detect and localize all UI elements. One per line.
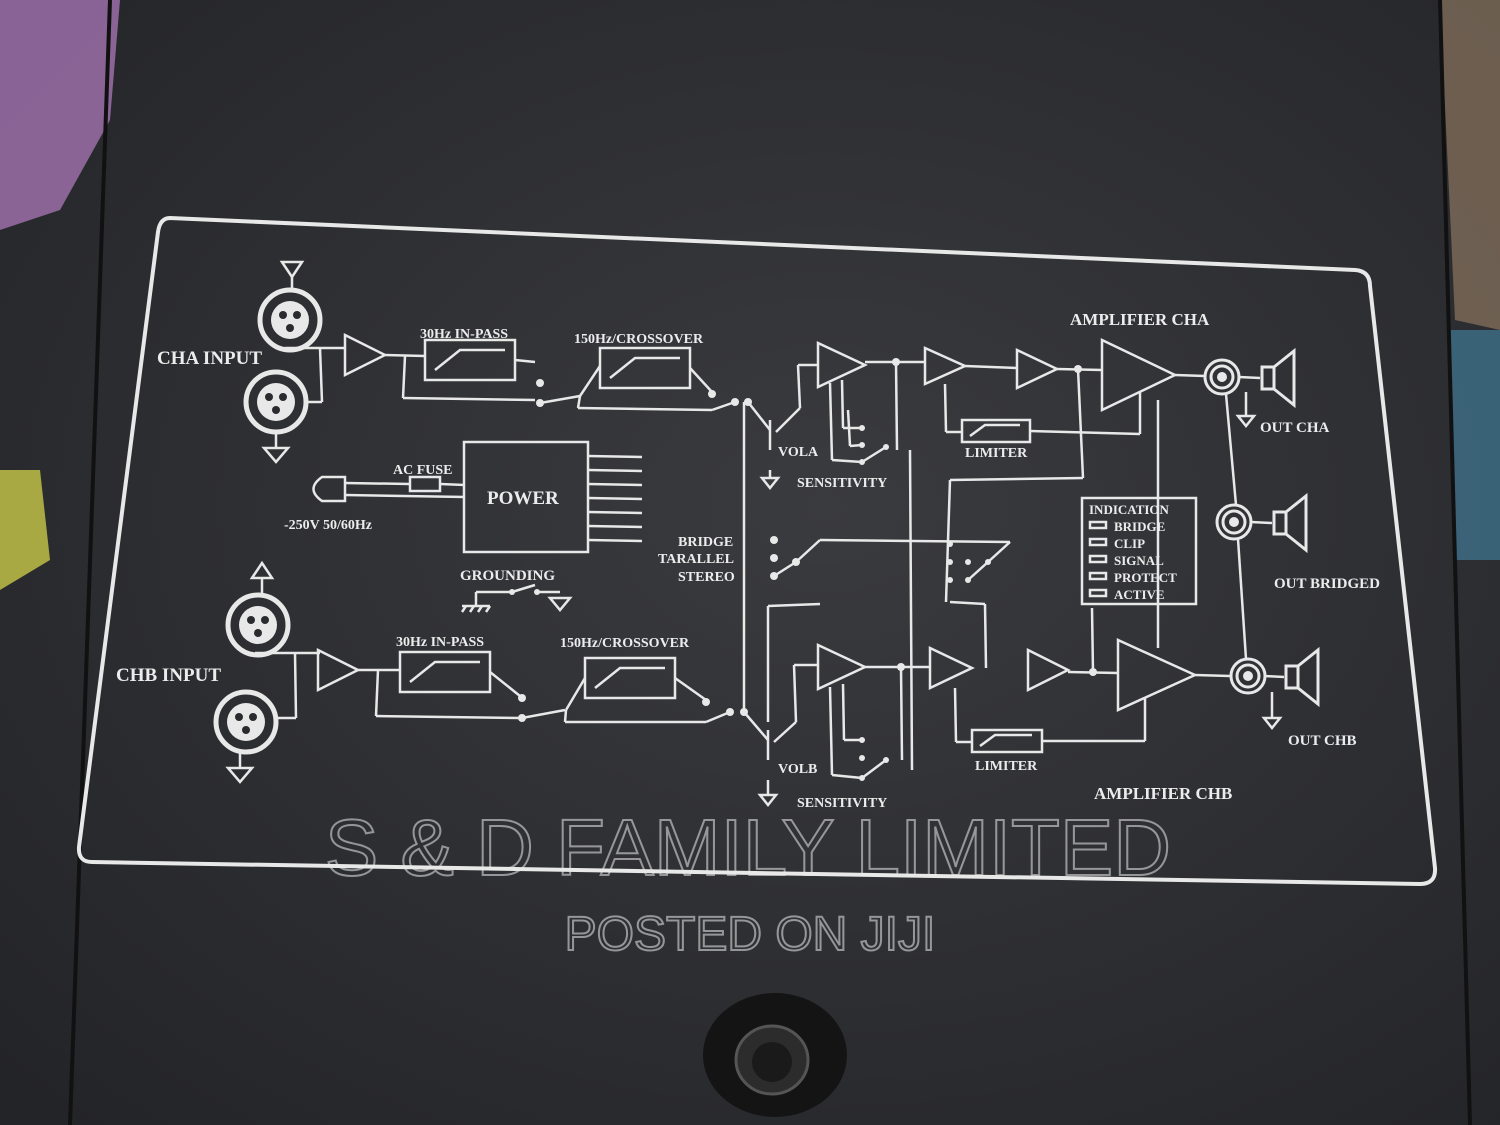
cha-crossover-label: 150Hz/CROSSOVER [574, 332, 704, 347]
chb-stage-icon [928, 646, 975, 690]
out-cha-terminal-icon [1203, 358, 1241, 396]
chassis-screw [703, 993, 847, 1117]
parallel-mode-label: TARALLEL [658, 552, 734, 567]
chb-input-section [216, 402, 748, 784]
bridge-mode-label: BRIDGE [678, 535, 733, 550]
ac-fuse-label: AC FUSE [393, 463, 453, 478]
vol-b-label: VOLB [778, 762, 817, 777]
chb-amplifier-icon [1116, 638, 1199, 712]
cha-stage-icon [923, 346, 969, 386]
sensitivity-b-label: SENSITIVITY [797, 796, 887, 811]
stereo-mode-label: STEREO [678, 570, 735, 585]
limiter-a-label: LIMITER [965, 446, 1028, 461]
cha-input-label: CHA INPUT [157, 348, 262, 369]
indicator-clip-label: CLIP [1114, 536, 1145, 551]
vol-a-label: VOLA [778, 445, 819, 460]
cha-preamp-icon [816, 341, 868, 389]
indicator-bridge-label: BRIDGE [1114, 519, 1165, 534]
cha-highpass-label: 30Hz IN-PASS [420, 327, 508, 342]
cha-amplifier-icon [1100, 338, 1178, 412]
amplifier-chb-label: AMPLIFIER CHB [1094, 784, 1232, 803]
yellow-object [0, 470, 50, 590]
cha-input-buffer-icon [343, 332, 388, 378]
mains-plug-icon [312, 475, 347, 503]
chb-processing [743, 400, 1231, 808]
power-block [462, 440, 590, 554]
chb-input-buffer-icon [316, 647, 361, 693]
power-label: POWER [487, 488, 559, 509]
schematic-border [76, 215, 1438, 887]
indicator-protect-label: PROTECT [1114, 570, 1177, 585]
indicator-active-label: ACTIVE [1114, 587, 1165, 602]
chb-crossover-label: 150Hz/CROSSOVER [560, 636, 690, 651]
indication-panel [1080, 496, 1198, 606]
limiter-b-label: LIMITER [975, 759, 1038, 774]
blue-object [1448, 330, 1500, 560]
cha-driver-icon [1015, 348, 1060, 390]
chb-highpass-label: 30Hz IN-PASS [396, 635, 484, 650]
indication-title: INDICATION [1089, 502, 1170, 517]
mains-voltage-label: -250V 50/60Hz [284, 518, 372, 533]
indicator-signal-label: SIGNAL [1114, 553, 1164, 568]
sensitivity-a-label: SENSITIVITY [797, 476, 887, 491]
cha-processing [747, 338, 1206, 771]
purple-fabric [0, 0, 120, 230]
watermark-company: S & D FAMILY LIMITED [325, 803, 1171, 892]
out-chb-label: OUT CHB [1288, 733, 1357, 749]
out-bridged-terminal-icon [1215, 503, 1253, 541]
out-bridged-label: OUT BRIDGED [1274, 576, 1380, 592]
out-cha-label: OUT CHA [1260, 420, 1329, 436]
mode-switch [770, 536, 1011, 580]
cardboard-box [1440, 0, 1500, 330]
watermark-posted: POSTED ON JIJI [565, 908, 936, 961]
chb-input-label: CHB INPUT [116, 665, 221, 686]
grounding-label: GROUNDING [460, 568, 555, 584]
chb-driver-icon [1026, 647, 1071, 693]
outputs-section [1203, 349, 1320, 731]
cha-input-section [246, 260, 752, 464]
signal-ground-icon [547, 596, 573, 612]
amplifier-cha-label: AMPLIFIER CHA [1070, 310, 1210, 329]
chb-preamp-icon [816, 643, 868, 691]
power-section [312, 440, 643, 613]
out-chb-terminal-icon [1229, 657, 1267, 695]
